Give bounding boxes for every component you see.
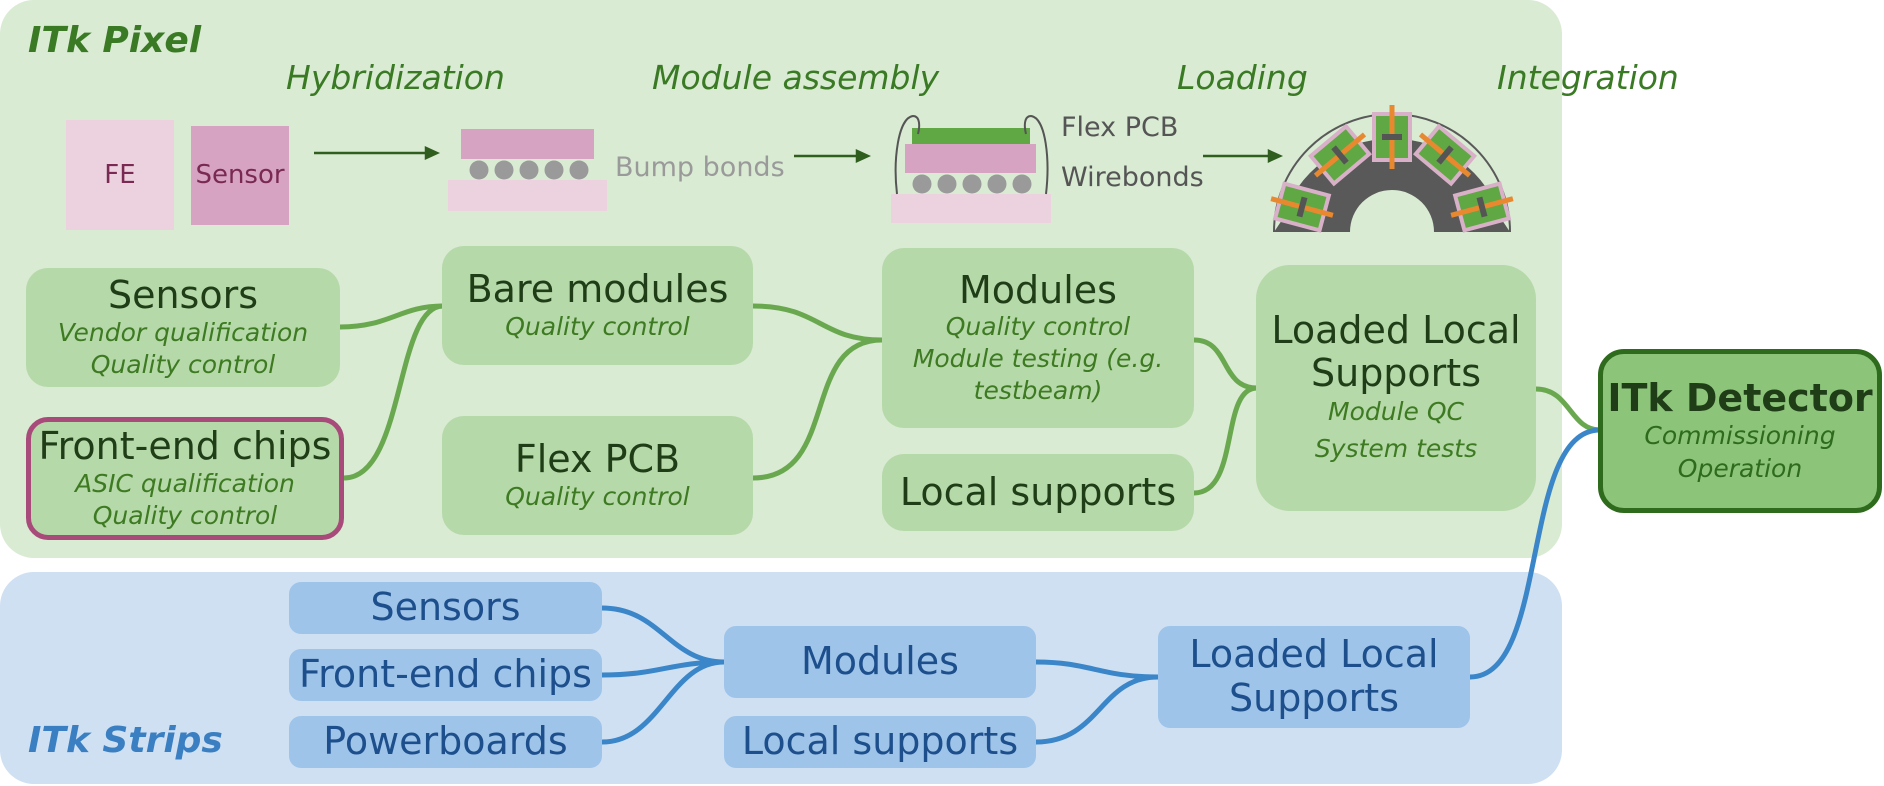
ring-module-3: [1372, 105, 1412, 169]
connector-strips-powerboards-to-modules: [599, 659, 727, 745]
pixel-bare-modules-box: Bare modules Quality control: [442, 246, 753, 365]
connector-bare-modules-to-modules: [750, 303, 885, 343]
pixel-modules-line-1: Quality control: [945, 312, 1131, 342]
pixel-modules-line-2: Module testing (e.g.: [912, 344, 1164, 374]
sensor-shape: [191, 126, 289, 225]
pixel-sensors-box: Sensors Vendor qualification Quality con…: [26, 268, 340, 387]
loaded-support-ring-shape: [1270, 105, 1514, 233]
pixel-loaded-title-line-2: Supports: [1310, 350, 1482, 395]
itk-detector-box: ITk Detector Commissioning Operation: [1598, 349, 1882, 513]
pixel-bare-modules-title: Bare modules: [466, 267, 729, 312]
stage-module-assembly: Module assembly: [652, 58, 940, 97]
sensor-label: Sensor: [195, 160, 285, 190]
pixel-modules-box: Modules Quality control Module testing (…: [882, 248, 1194, 428]
flex-pcb-label: Flex PCB: [1061, 112, 1179, 143]
pixel-local-supports-box: Local supports: [882, 454, 1194, 531]
bare-module-shape: [448, 129, 607, 211]
module-shape: [891, 114, 1051, 223]
connector-local-supports-to-loaded: [1191, 385, 1260, 496]
strips-frontend-chips-box: Front-end chips: [289, 649, 602, 701]
strips-local-supports-box: Local supports: [724, 716, 1036, 768]
fe-label: FE: [104, 160, 136, 190]
wirebond-right: [1023, 114, 1049, 195]
pixel-flex-pcb-line-1: Quality control: [505, 481, 690, 511]
connector-strips-modules-to-loaded: [1033, 659, 1161, 680]
pixel-frontend-line-1: ASIC qualification: [75, 468, 295, 498]
pixel-bare-modules-line-1: Quality control: [505, 311, 690, 341]
pixel-sensors-line-1: Vendor qualification: [57, 317, 309, 347]
connector-strips-local-supports-to-loaded: [1033, 674, 1161, 745]
connector-strips-loaded-to-detector: [1467, 427, 1603, 680]
ring-module-2: [1307, 123, 1373, 187]
bump-bonds-label: Bump bonds: [615, 152, 785, 183]
pixel-local-supports-title: Local supports: [899, 470, 1177, 515]
pixel-frontend-title: Front-end chips: [38, 424, 332, 469]
itk-detector-line-2: Operation: [1677, 453, 1803, 483]
connector-modules-to-loaded: [1191, 337, 1260, 391]
wirebond-left: [894, 114, 921, 195]
pixel-loaded-local-supports-box: Loaded Local Supports Module QC System t…: [1256, 265, 1536, 511]
connector-frontend-to-bare-modules: [341, 303, 446, 481]
pixel-frontend-line-2: Quality control: [92, 500, 278, 530]
strips-loaded-line-1: Loaded Local: [1189, 632, 1439, 677]
pixel-frontend-chips-box: Front-end chips ASIC qualification Quali…: [26, 417, 344, 540]
stage-loading: Loading: [1177, 58, 1308, 97]
itk-pixel-title: ITk Pixel: [28, 20, 202, 61]
strips-modules-box: Modules: [724, 626, 1036, 698]
strips-powerboards-box: Powerboards: [289, 716, 602, 768]
pixel-modules-title: Modules: [959, 267, 1117, 312]
stage-hybridization: Hybridization: [286, 58, 505, 97]
pixel-loaded-line-1: Module QC: [1328, 397, 1464, 427]
strips-sensors-box: Sensors: [289, 582, 602, 634]
strips-loaded-local-supports-box: Loaded Local Supports: [1158, 626, 1470, 728]
itk-detector-title: ITk Detector: [1607, 375, 1873, 420]
ring-module-1: [1270, 181, 1334, 233]
pixel-flex-pcb-box: Flex PCB Quality control: [442, 416, 753, 535]
connector-flex-pcb-to-modules: [750, 337, 885, 481]
strips-loaded-line-2: Supports: [1228, 676, 1400, 720]
stage-integration: Integration: [1497, 58, 1679, 97]
ring-module-4: [1412, 123, 1478, 187]
pixel-sensors-line-2: Quality control: [90, 349, 276, 379]
wirebonds-label: Wirebonds: [1061, 162, 1204, 193]
pixel-flex-pcb-title: Flex PCB: [514, 437, 681, 482]
connector-sensors-to-bare-modules: [337, 303, 446, 330]
connector-strips-sensors-to-modules: [599, 605, 727, 665]
fe-chip-shape: [66, 120, 174, 230]
pixel-loaded-title-line-1: Loaded Local: [1271, 308, 1521, 353]
pixel-loaded-line-2: System tests: [1314, 433, 1478, 463]
pixel-modules-line-3: testbeam): [973, 376, 1103, 406]
itk-detector-line-1: Commissioning: [1644, 421, 1836, 451]
ring-module-5: [1450, 181, 1514, 233]
itk-strips-title: ITk Strips: [28, 720, 223, 761]
pixel-sensors-title: Sensors: [107, 273, 259, 318]
